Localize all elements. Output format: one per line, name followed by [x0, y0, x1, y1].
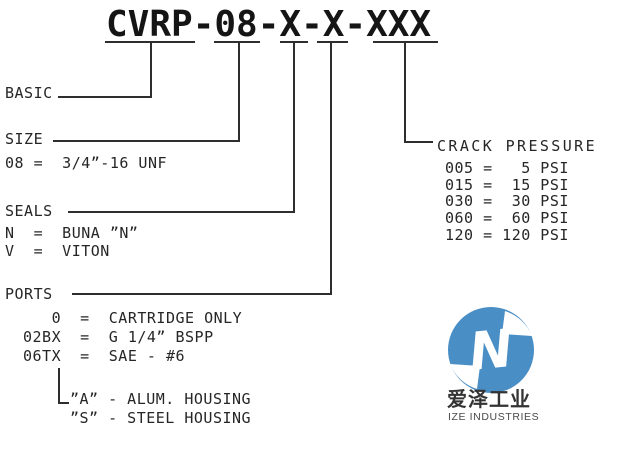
leader-vertical-size [238, 42, 240, 142]
ports-label: PORTS [5, 285, 53, 303]
leader-vertical-ports [330, 42, 332, 295]
logo-english-name: IZE INDUSTRIES [448, 411, 540, 423]
seals-row-viton: V = VITON [5, 242, 110, 260]
housing-bracket-vertical [58, 368, 60, 404]
seals-label: SEALS [5, 202, 53, 220]
ports-row-bspp: 02BX = G 1/4” BSPP [23, 328, 214, 346]
housing-bracket-horizontal [58, 402, 69, 404]
leader-horizontal-crack-pressure [404, 141, 433, 143]
leader-vertical-crack-pressure [404, 42, 406, 143]
leader-horizontal-basic [58, 96, 152, 98]
basic-label: BASIC [5, 84, 53, 102]
leader-vertical-seals [293, 42, 295, 213]
logo-chinese-name: 爱泽工业 [447, 387, 531, 411]
crack-pressure-row-015: 015 = 15 PSI [445, 176, 569, 194]
leader-vertical-basic [150, 42, 152, 98]
crack-pressure-label: CRACK PRESSURE [437, 137, 598, 155]
crack-pressure-row-030: 030 = 30 PSI [445, 192, 569, 210]
housing-row-steel: ”S” - STEEL HOUSING [70, 409, 252, 427]
size-label: SIZE [5, 130, 44, 148]
leader-horizontal-ports [72, 293, 332, 295]
underline-x2 [317, 41, 348, 43]
svg-text:N: N [466, 319, 516, 383]
crack-pressure-row-005: 005 = 5 PSI [445, 159, 569, 177]
ports-row-cartridge: 0 = CARTRIDGE ONLY [23, 309, 243, 327]
size-row: 08 = 3/4”-16 UNF [5, 154, 168, 172]
housing-row-alum: ”A” - ALUM. HOUSING [70, 390, 252, 408]
underline-08 [214, 41, 260, 43]
ize-logo-icon: N [445, 304, 537, 396]
leader-horizontal-size [53, 140, 240, 142]
crack-pressure-row-060: 060 = 60 PSI [445, 209, 569, 227]
part-number-title: CVRP-08-X-X-XXX [106, 4, 432, 45]
seals-row-buna: N = BUNA ”N” [5, 224, 139, 242]
leader-horizontal-seals [68, 211, 295, 213]
crack-pressure-row-120: 120 = 120 PSI [445, 226, 569, 244]
ports-row-sae: 06TX = SAE - #6 [23, 347, 186, 365]
